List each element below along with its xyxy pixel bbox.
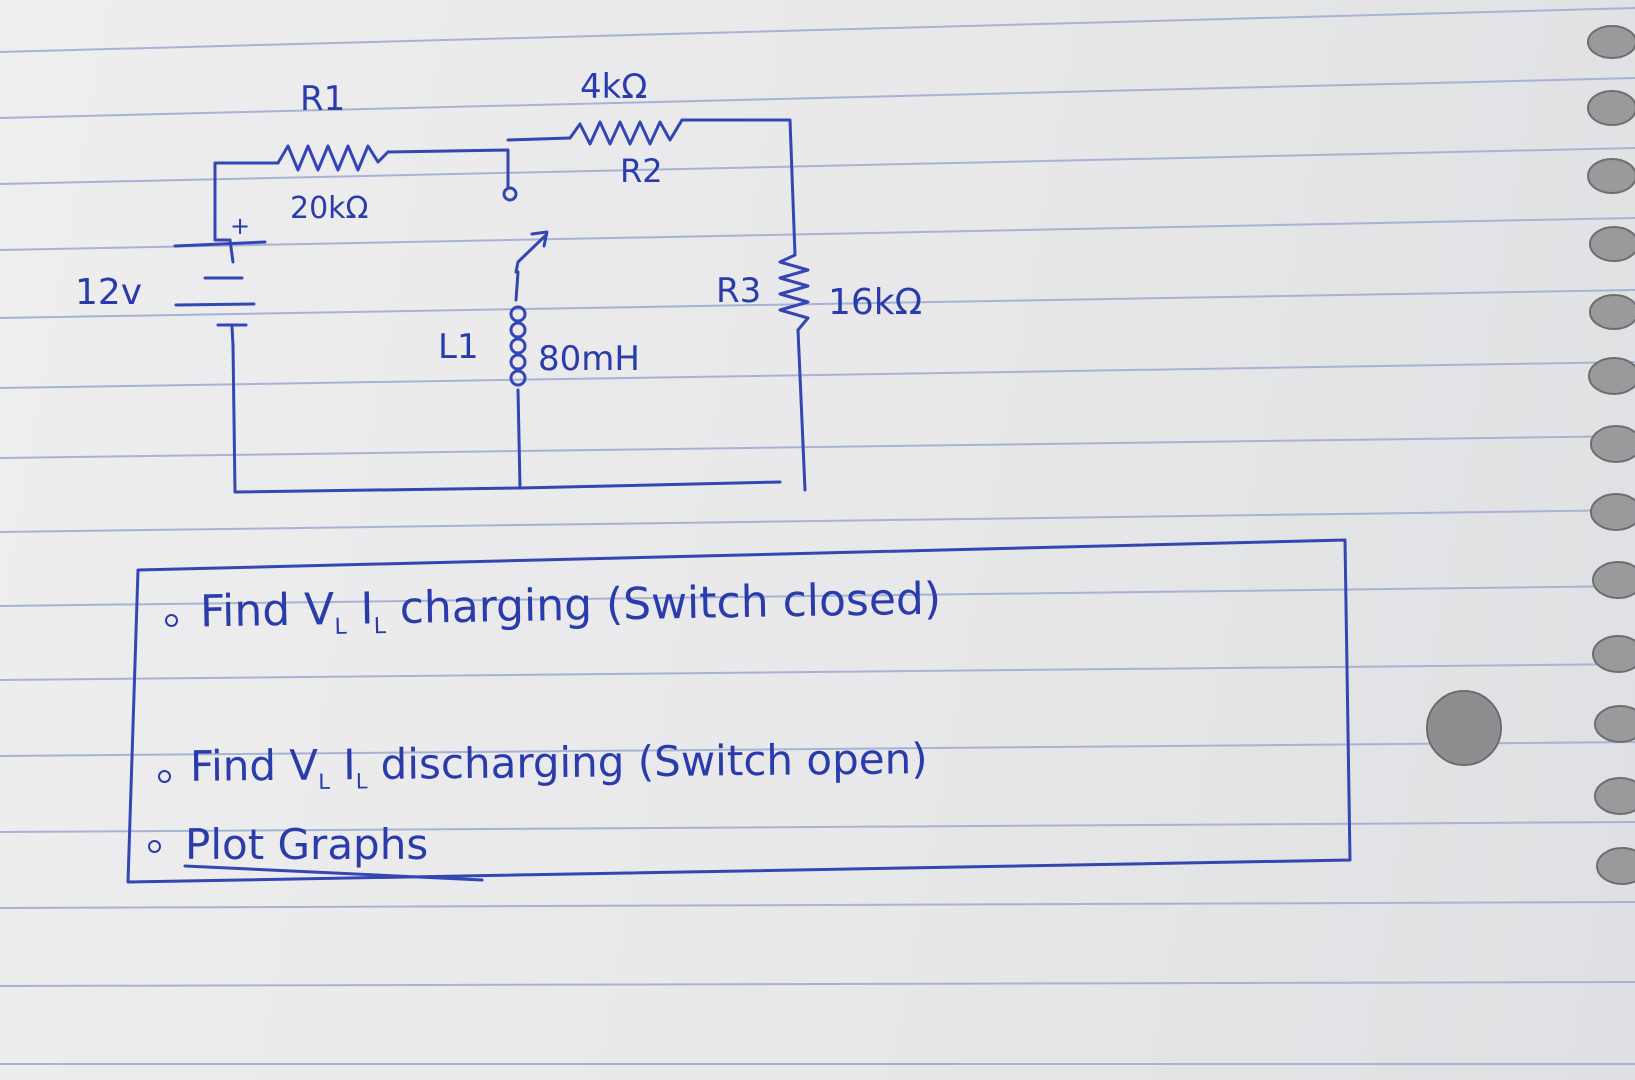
r2-value-label: 4kΩ [580, 67, 647, 107]
r3-value-label: 16kΩ [828, 282, 922, 323]
punch-hole [1426, 690, 1502, 766]
r1-value-label: 20kΩ [290, 191, 368, 226]
r1-resistor-symbol [276, 144, 390, 172]
r3-name-label: R3 [716, 271, 761, 311]
l1-name-label: L1 [438, 327, 479, 367]
task-bullet [158, 770, 171, 783]
task-bullet [148, 840, 161, 853]
wire-inductor-bottom [516, 388, 522, 490]
r2-name-label: R2 [620, 152, 663, 190]
wire-r3-bottom [796, 328, 807, 492]
task-bullet [165, 614, 178, 627]
wire-battery-top [213, 161, 280, 242]
source-voltage-label: 12v [75, 272, 142, 313]
task-item-plot-graphs: Plot Graphs [185, 820, 429, 869]
r1-name-label: R1 [300, 79, 345, 119]
l1-inductor-symbol [509, 305, 527, 387]
l1-value-label: 80mH [538, 339, 640, 379]
task-item-discharging: Find VL IL discharging (Switch open) [189, 734, 928, 794]
wire-battery-bottom [231, 343, 237, 494]
r3-resistor-symbol [778, 253, 810, 332]
wire-r2-node [506, 136, 572, 142]
wire-r2-r3 [680, 118, 797, 257]
r2-resistor-symbol [568, 118, 684, 146]
switch-symbol [502, 186, 549, 274]
battery-symbol [173, 238, 267, 347]
wire-r1-r2 [386, 148, 510, 190]
spiral-binding [1587, 25, 1635, 885]
source-plus-label: + [230, 212, 250, 240]
wire-inductor-top [514, 270, 520, 302]
